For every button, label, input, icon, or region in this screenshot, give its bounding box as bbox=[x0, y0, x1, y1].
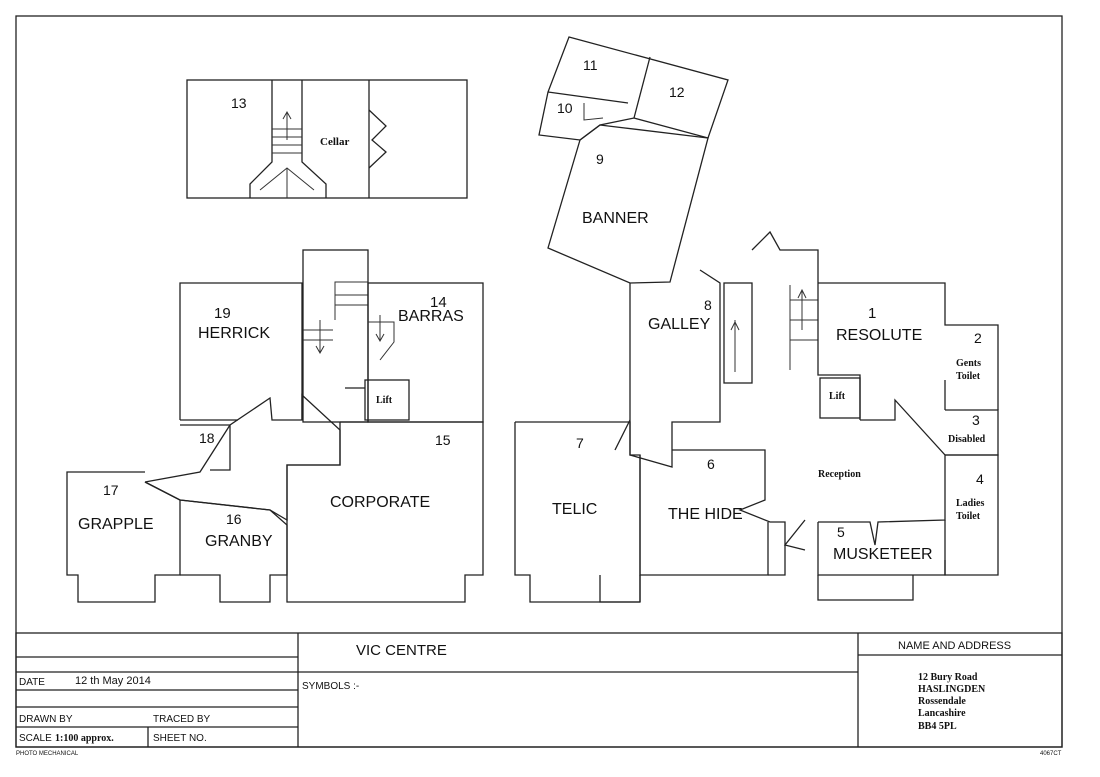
room-18-number: 18 bbox=[199, 430, 215, 446]
date-label: DATE bbox=[19, 677, 45, 688]
room-1-number: 1 bbox=[868, 305, 876, 322]
name-address-header: NAME AND ADDRESS bbox=[898, 640, 1011, 652]
room-11-number: 11 bbox=[583, 57, 598, 73]
room-4-name-line1: Ladies bbox=[956, 498, 984, 509]
room-12-number: 12 bbox=[669, 84, 685, 100]
scale-label: SCALE bbox=[19, 733, 52, 744]
room-17-name: GRAPPLE bbox=[78, 516, 154, 533]
scale-value: 1:100 approx. bbox=[55, 733, 114, 744]
room-1-name: RESOLUTE bbox=[836, 327, 922, 344]
address-line-1: 12 Bury Road bbox=[918, 672, 978, 683]
address-line-3: Rossendale bbox=[918, 696, 966, 707]
room-8-name: GALLEY bbox=[648, 316, 711, 333]
room-9-name: BANNER bbox=[582, 210, 649, 227]
room-8-number: 8 bbox=[704, 297, 712, 313]
right-wing-plan bbox=[514, 36, 999, 603]
room-14-name: BARRAS bbox=[398, 308, 464, 325]
room-7-number: 7 bbox=[576, 435, 584, 451]
room-14-number: 14 bbox=[430, 294, 447, 311]
footer-left: PHOTO MECHANICAL bbox=[16, 751, 79, 757]
room-5-number: 5 bbox=[837, 524, 845, 540]
room-4-name-line2: Toilet bbox=[956, 511, 981, 522]
lift-label-right: Lift bbox=[829, 391, 846, 402]
room-2-name-line1: Gents bbox=[956, 358, 981, 369]
address-line-4: Lancashire bbox=[918, 708, 966, 719]
drawing-title: VIC CENTRE bbox=[356, 642, 447, 659]
room-2-number: 2 bbox=[974, 330, 982, 346]
cellar-plan bbox=[186, 79, 468, 199]
drawn-by-label: DRAWN BY bbox=[19, 714, 73, 725]
room-15-number: 15 bbox=[435, 432, 451, 448]
footer-right: 4067CT bbox=[1040, 751, 1062, 757]
room-9-number: 9 bbox=[596, 151, 604, 167]
room-6-name: THE HIDE bbox=[668, 506, 743, 523]
room-15-name: CORPORATE bbox=[330, 494, 430, 511]
room-6-number: 6 bbox=[707, 456, 715, 472]
address-line-2: HASLINGDEN bbox=[918, 684, 986, 695]
sheet-no-label: SHEET NO. bbox=[153, 733, 207, 744]
title-block bbox=[15, 632, 1063, 748]
room-19-number: 19 bbox=[214, 305, 231, 322]
cellar-label: Cellar bbox=[320, 136, 349, 148]
room-4-number: 4 bbox=[976, 471, 984, 487]
address-line-5: BB4 5PL bbox=[918, 721, 957, 732]
room-13-number: 13 bbox=[231, 95, 247, 111]
room-10-number: 10 bbox=[557, 100, 573, 116]
room-2-name-line2: Toilet bbox=[956, 371, 981, 382]
room-5-name: MUSKETEER bbox=[833, 546, 933, 563]
room-3-name: Disabled bbox=[948, 434, 986, 445]
left-wing-plan bbox=[66, 249, 484, 603]
date-value: 12 th May 2014 bbox=[75, 675, 151, 687]
room-16-number: 16 bbox=[226, 511, 242, 527]
room-7-name: TELIC bbox=[552, 501, 597, 518]
symbols-label: SYMBOLS :- bbox=[302, 681, 359, 692]
room-19-name: HERRICK bbox=[198, 325, 270, 342]
room-17-number: 17 bbox=[103, 482, 119, 498]
room-3-number: 3 bbox=[972, 412, 980, 428]
room-16-name: GRANBY bbox=[205, 533, 273, 550]
lift-label-left: Lift bbox=[376, 395, 393, 406]
reception-label: Reception bbox=[818, 469, 861, 480]
traced-by-label: TRACED BY bbox=[153, 714, 211, 725]
